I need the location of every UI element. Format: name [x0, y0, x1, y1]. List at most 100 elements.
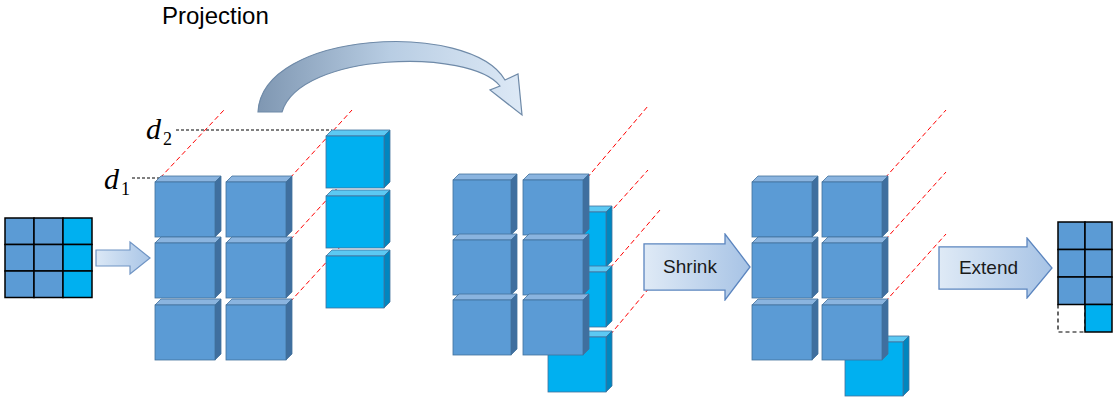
cube-face — [523, 300, 583, 355]
cube-top — [453, 174, 517, 180]
cube-side — [215, 176, 221, 237]
cube-side — [511, 174, 517, 235]
matrix-cell — [34, 245, 63, 272]
output-matrix — [1058, 222, 1112, 332]
cube-face — [453, 240, 511, 295]
input-arrow — [96, 242, 150, 274]
arrow-label: Extend — [959, 257, 1018, 279]
cube-face — [155, 243, 215, 298]
matrix-cell — [1058, 250, 1085, 278]
cube-top — [453, 234, 517, 240]
arrow-outline — [939, 238, 1052, 298]
cube-side — [606, 206, 612, 267]
depth-line — [587, 106, 648, 178]
dimension-subscript: 1 — [121, 179, 130, 200]
cube-top — [523, 294, 589, 300]
cube-side — [583, 174, 589, 235]
cube-side — [286, 237, 292, 298]
cube-face — [155, 305, 215, 360]
cube-top — [326, 130, 390, 136]
dimension-symbol: d — [146, 112, 161, 146]
cube-top — [752, 176, 818, 182]
cube-top — [155, 176, 221, 182]
matrix-cell — [34, 218, 63, 245]
matrix-cell — [34, 271, 63, 298]
cube-top — [523, 174, 589, 180]
cube-side — [812, 176, 818, 237]
cube-face — [155, 182, 215, 237]
matrix-cell — [1085, 250, 1112, 278]
cube-face — [822, 305, 882, 360]
cube-side — [215, 299, 221, 360]
depth-line — [885, 172, 946, 240]
cube-top — [226, 299, 292, 305]
projection-arrow — [258, 42, 522, 115]
cube-side — [384, 130, 390, 188]
arrow-label: Shrink — [663, 256, 717, 278]
dimension-symbol: d — [104, 162, 119, 196]
cube-face — [523, 180, 583, 235]
cube-side — [812, 299, 818, 360]
cube-side — [903, 336, 909, 396]
matrix-cell — [1058, 277, 1085, 305]
cube-side — [882, 299, 888, 360]
cube-face — [326, 136, 384, 188]
cube-top — [226, 237, 292, 243]
input-matrix — [5, 218, 92, 298]
arrow-outline — [644, 234, 750, 300]
cube-side — [384, 250, 390, 308]
cube-face — [822, 243, 882, 298]
cube-top — [326, 190, 390, 196]
matrix-cell — [1085, 222, 1112, 250]
cube-top — [752, 237, 818, 243]
matrix-cell — [5, 271, 34, 298]
cube-face — [453, 300, 511, 355]
empty-cell — [1058, 305, 1085, 333]
cube-face — [326, 196, 384, 248]
cube-face — [226, 182, 286, 237]
cube-face — [752, 243, 812, 298]
cube-side — [812, 237, 818, 298]
depth-line — [885, 234, 946, 302]
block-arrow: Shrink — [643, 233, 751, 301]
cube-top — [226, 176, 292, 182]
cube-top — [822, 237, 888, 243]
cube-top — [453, 294, 517, 300]
cube-top — [822, 176, 888, 182]
cube-side — [215, 237, 221, 298]
matrix-cell — [5, 245, 34, 272]
cube-top — [822, 299, 888, 305]
matrix-cell — [1085, 305, 1112, 333]
matrix-cell — [63, 271, 92, 298]
depth-line — [885, 110, 946, 178]
dimension-line — [132, 178, 162, 179]
cube-face — [226, 305, 286, 360]
cube-side — [606, 266, 612, 327]
cube-top — [326, 250, 390, 256]
block-arrow: Extend — [938, 237, 1053, 299]
cube-face — [752, 305, 812, 360]
cube-side — [882, 237, 888, 298]
matrix-cell — [1058, 222, 1085, 250]
cube-side — [286, 176, 292, 237]
cube-side — [511, 294, 517, 355]
matrix-cell — [5, 218, 34, 245]
cube-face — [523, 240, 583, 295]
cube-side — [286, 299, 292, 360]
cube-top — [523, 234, 589, 240]
dimension-subscript: 2 — [163, 129, 172, 150]
cube-face — [226, 243, 286, 298]
cube-face — [752, 182, 812, 237]
matrix-cell — [63, 218, 92, 245]
cube-side — [583, 234, 589, 295]
cube-side — [882, 176, 888, 237]
matrix-cell — [63, 245, 92, 272]
cube-face — [453, 180, 511, 235]
dimension-line — [176, 130, 332, 131]
projection-label: Projection — [162, 2, 269, 30]
cube-side — [511, 234, 517, 295]
cube-face — [822, 182, 882, 237]
matrix-cell — [1085, 277, 1112, 305]
